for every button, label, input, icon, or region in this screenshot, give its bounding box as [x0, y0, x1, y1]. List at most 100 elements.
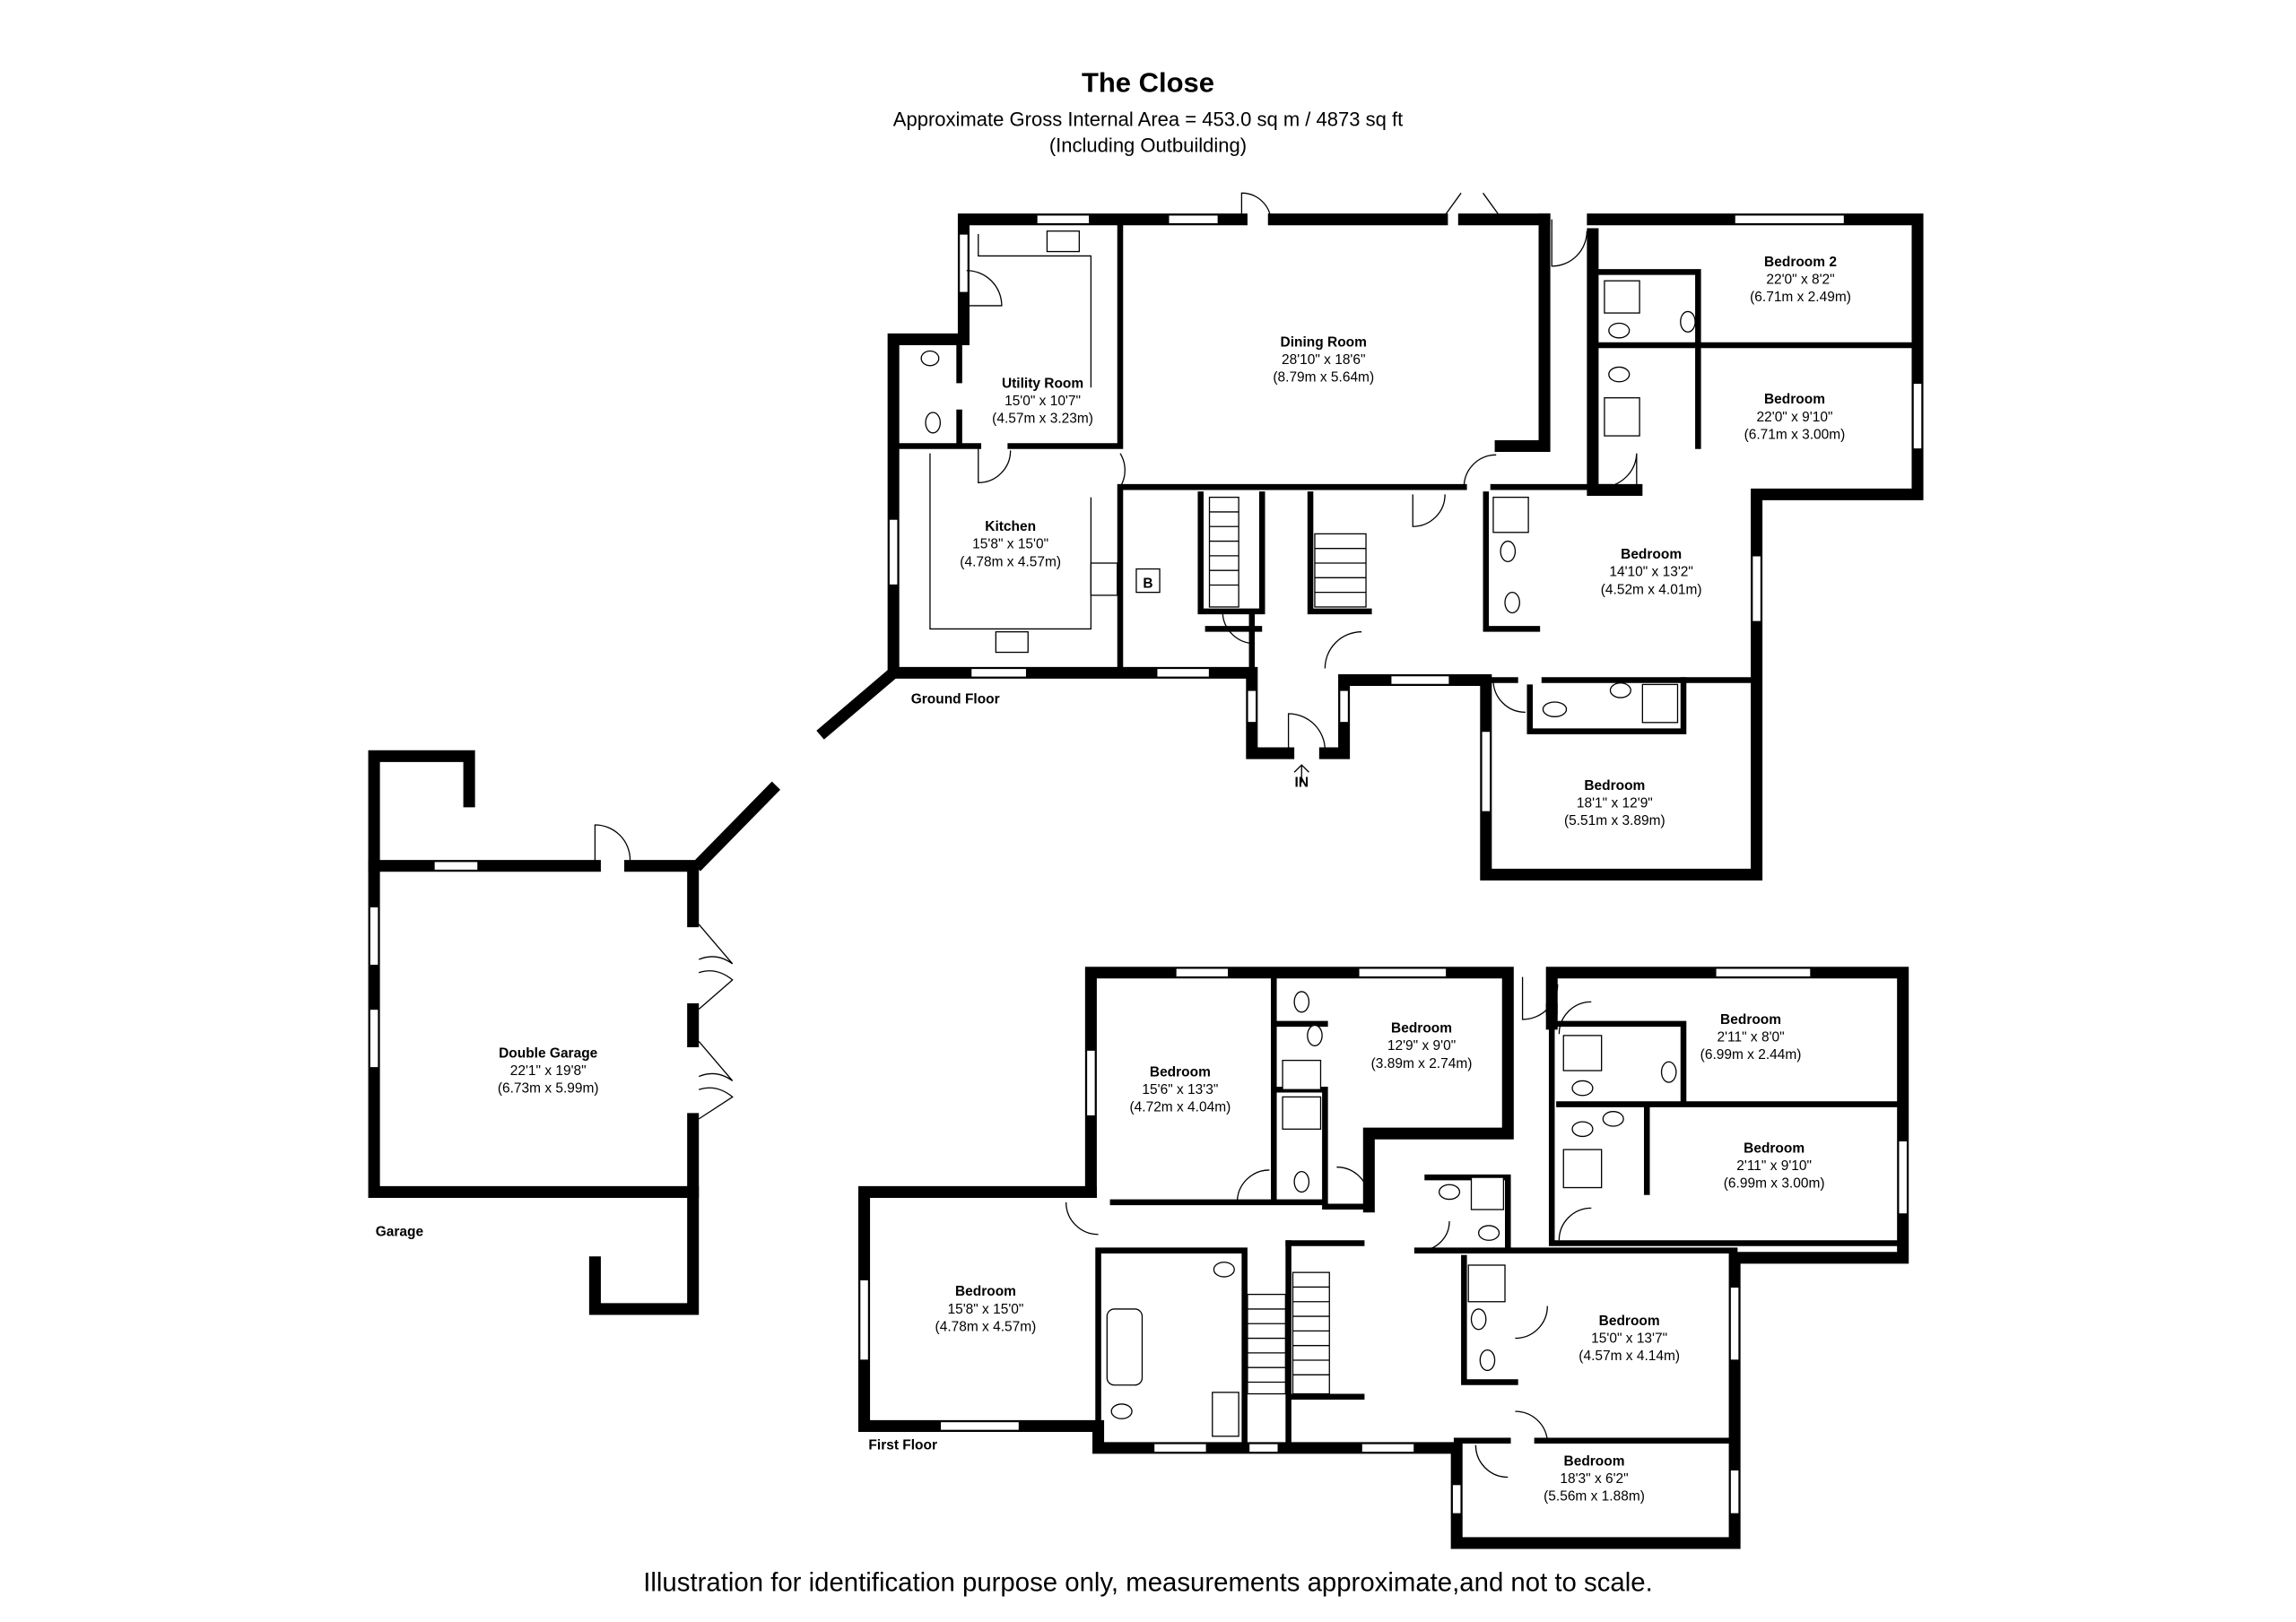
room-name: Bedroom — [1621, 547, 1682, 562]
room-metric: (5.56m x 1.88m) — [1544, 1489, 1645, 1505]
room-imperial: 15'8" x 15'0" — [947, 1302, 1023, 1317]
room-imperial: 15'6" x 13'3" — [1142, 1082, 1218, 1097]
toilet-icon — [1504, 591, 1520, 614]
first-floor-label: First Floor — [868, 1438, 937, 1453]
room-metric: (3.89m x 2.74m) — [1371, 1056, 1473, 1071]
toilet-icon — [1542, 701, 1568, 717]
room-metric: (6.99m x 3.00m) — [1724, 1176, 1825, 1192]
basin-icon — [1680, 310, 1696, 333]
room-metric: (5.51m x 3.89m) — [1564, 813, 1665, 828]
shower-icon — [1470, 1176, 1505, 1210]
room-name: Bedroom — [955, 1284, 1016, 1299]
room-metric: (6.71m x 3.00m) — [1744, 427, 1846, 442]
room-name: Bedroom — [1744, 1141, 1805, 1156]
staircase — [1208, 496, 1367, 608]
toilet-icon — [1608, 366, 1631, 383]
disclaimer: Illustration for identification purpose … — [643, 1568, 1653, 1598]
room-metric: (4.78m x 4.57m) — [935, 1319, 1037, 1334]
room-name: Bedroom — [1391, 1021, 1452, 1037]
ground-floor-labels: Utility Room 15'0" x 10'7" (4.57m x 3.23… — [960, 255, 1851, 828]
room-name: Utility Room — [1002, 376, 1083, 391]
boiler-icon — [1135, 568, 1161, 594]
first-floor-plan — [858, 967, 1909, 1549]
room-imperial: 28'10" x 18'6" — [1282, 352, 1366, 368]
room-metric: (4.72m x 4.04m) — [1130, 1100, 1231, 1115]
room-metric: (4.57m x 4.14m) — [1578, 1349, 1680, 1364]
toilet-icon — [925, 412, 942, 434]
shower-icon — [1562, 1149, 1603, 1189]
basin-icon — [1500, 540, 1517, 563]
garage-label: Garage — [376, 1224, 424, 1239]
room-name: Dining Room — [1281, 335, 1367, 351]
basin-icon — [1602, 1111, 1624, 1127]
shower-icon — [1604, 397, 1640, 437]
room-metric: (4.57m x 3.23m) — [992, 411, 1093, 426]
shower-icon — [1641, 683, 1679, 724]
room-name: Double Garage — [499, 1045, 598, 1061]
basin-icon — [1470, 1308, 1487, 1331]
room-imperial: 22'0" x 9'10" — [1757, 410, 1833, 425]
shower-icon — [1604, 280, 1640, 314]
room-metric: (8.79m x 5.64m) — [1273, 370, 1374, 386]
shower-icon — [1282, 1059, 1322, 1090]
room-imperial: 2'11" x 9'10" — [1736, 1158, 1812, 1174]
room-imperial: 12'9" x 9'0" — [1387, 1038, 1456, 1054]
room-metric: (4.78m x 4.57m) — [960, 554, 1061, 569]
room-imperial: 18'3" x 6'2" — [1560, 1471, 1628, 1487]
entrance-label: IN — [1295, 776, 1309, 791]
toilet-icon — [1293, 1170, 1310, 1193]
garage-plan — [368, 750, 781, 1315]
room-name: Bedroom — [1764, 392, 1825, 407]
room-imperial: 22'1" x 19'8" — [510, 1063, 587, 1079]
toilet-icon — [1110, 1403, 1133, 1419]
basin-icon — [1438, 1184, 1461, 1201]
room-name: Bedroom — [1720, 1012, 1781, 1028]
basin-icon — [1213, 1262, 1235, 1278]
shower-icon — [1467, 1264, 1506, 1303]
basin-icon — [920, 350, 940, 367]
room-metric: (6.99m x 2.44m) — [1700, 1047, 1802, 1063]
basin-icon — [1609, 682, 1631, 698]
shower-icon — [1282, 1096, 1322, 1130]
shower-icon — [1212, 1392, 1239, 1437]
toilet-icon — [1293, 991, 1310, 1013]
room-name: Kitchen — [985, 519, 1036, 534]
room-metric: (6.71m x 2.49m) — [1750, 290, 1851, 305]
toilet-icon — [1479, 1349, 1496, 1372]
toilet-icon — [1608, 322, 1631, 339]
bathtub-icon — [1106, 1308, 1144, 1386]
toilet-icon — [1571, 1080, 1594, 1097]
boiler-label: B — [1143, 577, 1152, 592]
ground-floor-plan: B — [816, 192, 1924, 880]
first-floor-labels: Bedroom 15'6" x 13'3" (4.72m x 4.04m) Be… — [935, 1012, 1825, 1505]
room-name: Bedroom — [1584, 778, 1645, 794]
basin-icon — [1307, 1024, 1323, 1046]
gross-area: Approximate Gross Internal Area = 453.0 … — [893, 108, 1403, 130]
basin-icon — [1660, 1061, 1677, 1083]
entrance-arrow-icon — [1293, 764, 1309, 783]
hob-icon — [1090, 562, 1118, 596]
room-imperial: 18'1" x 12'9" — [1577, 795, 1653, 811]
room-metric: (4.52m x 4.01m) — [1601, 582, 1702, 597]
area-note: (Including Outbuilding) — [1049, 134, 1247, 157]
toilet-icon — [1477, 1225, 1500, 1241]
shower-icon — [1562, 1035, 1603, 1071]
room-name: Bedroom — [1150, 1065, 1211, 1080]
ground-floor-label: Ground Floor — [911, 692, 1000, 707]
plan-title: The Close — [1082, 67, 1214, 99]
staircase — [1247, 1271, 1330, 1395]
room-imperial: 15'0" x 10'7" — [1004, 394, 1081, 409]
room-imperial: 15'0" x 13'7" — [1591, 1331, 1667, 1346]
room-name: Bedroom — [1599, 1314, 1660, 1329]
room-imperial: 14'10" x 13'2" — [1609, 565, 1693, 580]
shower-icon — [1492, 496, 1529, 533]
room-imperial: 22'0" x 8'2" — [1766, 272, 1834, 287]
sink-icon — [995, 631, 1029, 654]
room-imperial: 15'8" x 15'0" — [972, 537, 1048, 552]
toilet-icon — [1571, 1121, 1594, 1138]
room-name: Bedroom 2 — [1764, 255, 1837, 270]
sink-icon — [1046, 230, 1080, 253]
room-name: Bedroom — [1564, 1453, 1625, 1469]
room-metric: (6.73m x 5.99m) — [498, 1081, 599, 1097]
